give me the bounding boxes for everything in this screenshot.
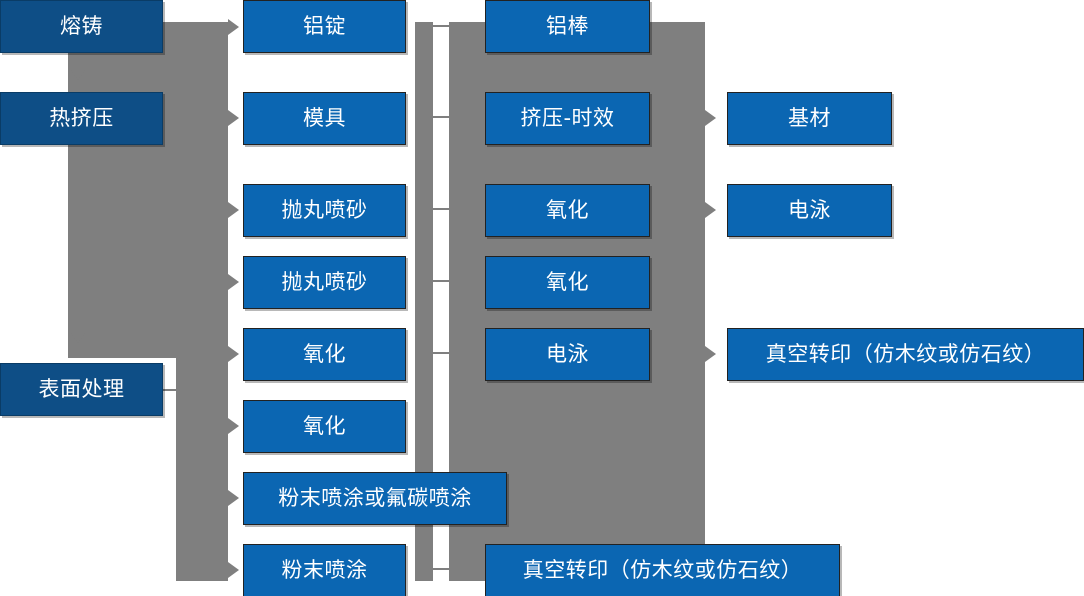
output-label-edp: 电泳 [788, 197, 831, 222]
arrow-to-mat-blast-2-icon [228, 274, 239, 290]
output-box-vacuum-transfer[interactable]: 真空转印（仿木纹或仿石纹） [727, 328, 1084, 381]
treatment-label-oxide-1: 氧化 [546, 197, 589, 222]
stage-box-extrude[interactable]: 热挤压 [0, 92, 163, 145]
arrow-to-out-edp-icon [705, 202, 716, 218]
connector-mid-rail [415, 22, 433, 581]
arrow-to-mat-powder-icon [228, 562, 239, 578]
material-box-oxide-1[interactable]: 氧化 [243, 328, 406, 381]
treatment-box-extrusion-aging[interactable]: 挤压-时效 [485, 92, 650, 145]
treatment-label-extrusion-aging: 挤压-时效 [520, 105, 615, 130]
output-box-substrate[interactable]: 基材 [727, 92, 892, 145]
material-label-oxide-1: 氧化 [303, 341, 346, 366]
material-box-powder[interactable]: 粉末喷涂 [243, 544, 406, 596]
arrow-to-mat-ingot-icon [228, 19, 239, 35]
treatment-box-bar[interactable]: 铝棒 [485, 0, 650, 53]
material-label-powder: 粉末喷涂 [281, 557, 368, 582]
tick-rail-1 [433, 25, 450, 27]
treatment-label-oxide-2: 氧化 [546, 269, 589, 294]
material-box-mold[interactable]: 模具 [243, 92, 406, 145]
material-label-blast-2: 抛丸喷砂 [281, 269, 368, 294]
material-label-oxide-2: 氧化 [303, 413, 346, 438]
treatment-label-edp: 电泳 [546, 341, 589, 366]
output-box-edp[interactable]: 电泳 [727, 184, 892, 237]
tick-rail-2 [433, 116, 450, 118]
connector-left-trunk-upper [68, 22, 228, 358]
tick-rail-4 [433, 280, 450, 282]
material-box-blast-2[interactable]: 抛丸喷砂 [243, 256, 406, 309]
connector-left-trunk-lower [176, 355, 228, 581]
stage-label-extrude: 热挤压 [49, 105, 114, 130]
stage-box-melting[interactable]: 熔铸 [0, 0, 163, 53]
material-box-blast-1[interactable]: 抛丸喷砂 [243, 184, 406, 237]
arrow-to-mat-powder-fc-icon [228, 490, 239, 506]
material-box-powder-fluorocarbon[interactable]: 粉末喷涂或氟碳喷涂 [243, 472, 507, 525]
arrow-to-mat-oxide-1-icon [228, 346, 239, 362]
treatment-box-oxide-1[interactable]: 氧化 [485, 184, 650, 237]
arrow-to-mat-oxide-2-icon [228, 418, 239, 434]
treatment-box-oxide-2[interactable]: 氧化 [485, 256, 650, 309]
treatment-box-vacuum-transfer[interactable]: 真空转印（仿木纹或仿石纹） [485, 544, 840, 596]
output-label-vacuum-transfer: 真空转印（仿木纹或仿石纹） [765, 341, 1046, 366]
material-box-ingot[interactable]: 铝锭 [243, 0, 406, 53]
connector-surface-to-trunk [163, 389, 181, 391]
arrow-to-out-vacuum-icon [705, 346, 716, 362]
arrow-to-mat-mold-icon [228, 110, 239, 126]
material-label-powder-fluorocarbon: 粉末喷涂或氟碳喷涂 [278, 485, 472, 510]
arrow-melting-to-extrude-icon [71, 70, 85, 80]
stage-label-surface: 表面处理 [38, 376, 125, 401]
stage-label-melting: 熔铸 [60, 13, 103, 38]
stage-box-surface[interactable]: 表面处理 [0, 363, 163, 416]
tick-rail-6 [433, 568, 450, 570]
output-label-substrate: 基材 [788, 105, 831, 130]
tick-rail-5 [433, 352, 450, 354]
treatment-box-edp[interactable]: 电泳 [485, 328, 650, 381]
material-label-mold: 模具 [303, 105, 346, 130]
treatment-label-bar: 铝棒 [546, 13, 589, 38]
arrow-to-out-substrate-icon [705, 110, 716, 126]
material-box-oxide-2[interactable]: 氧化 [243, 400, 406, 453]
arrow-extrude-to-surface-icon [71, 333, 85, 343]
treatment-label-vacuum-transfer: 真空转印（仿木纹或仿石纹） [522, 557, 803, 582]
arrow-to-mat-blast-1-icon [228, 202, 239, 218]
material-label-ingot: 铝锭 [303, 13, 346, 38]
tick-rail-3 [433, 208, 450, 210]
material-label-blast-1: 抛丸喷砂 [281, 197, 368, 222]
